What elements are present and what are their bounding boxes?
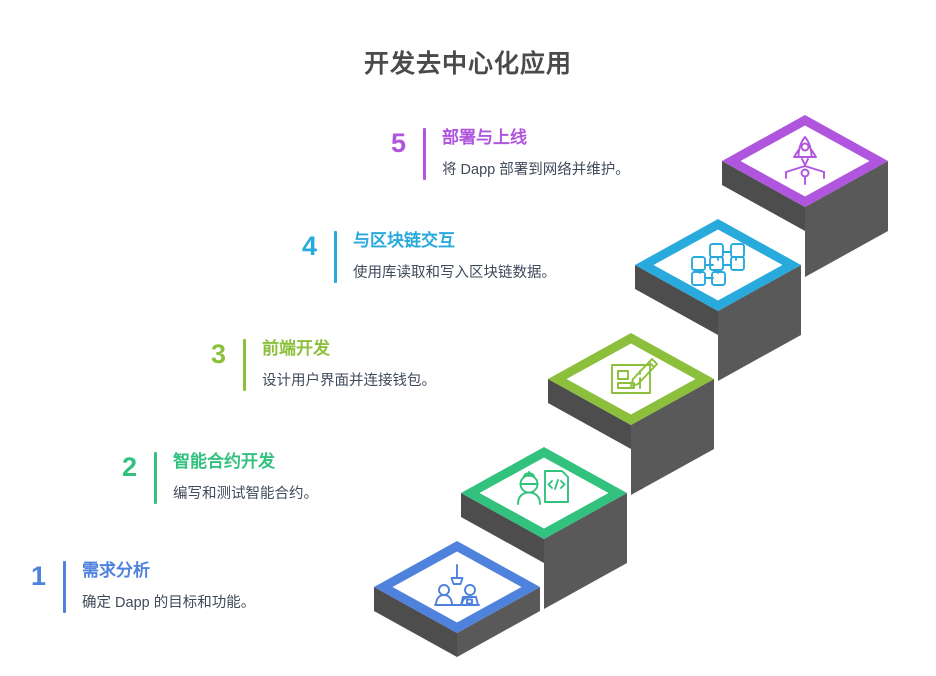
step-accent-bar-1 [63,561,66,614]
step-3-left-face [548,379,631,449]
wireframe-pencil-icon [611,358,658,394]
blockchain-nodes-icon [691,243,745,286]
stair-step-5 [722,115,888,277]
step-number-1: 1 [30,561,46,591]
step-3-diamond-fill [566,343,696,415]
stair-step-2 [461,447,627,609]
step-1-diamond-border [374,541,540,633]
step-number-3: 3 [210,339,226,369]
developer-code-document-icon [517,470,569,505]
step-accent-bar-2 [154,452,157,505]
step-text-4: 4 与区块链交互 使用库读取和写入区块链数据。 [283,231,556,284]
step-5-diamond-border [722,115,888,207]
step-number-4: 4 [301,231,317,261]
step-3-diamond-border [548,333,714,425]
step-heading-1: 需求分析 [82,561,150,580]
step-text-2: 2 智能合约开发 编写和测试智能合约。 [103,452,318,505]
step-number-5: 5 [390,128,406,158]
step-1-left-face [374,587,457,657]
step-2-diamond-fill [479,457,609,529]
step-5-left-face [722,161,805,231]
step-body-1: 需求分析 确定 Dapp 的目标和功能。 [82,561,255,613]
step-1-diamond-fill [392,551,522,623]
step-desc-4: 使用库读取和写入区块链数据。 [353,265,556,282]
stair-step-1 [374,541,540,657]
step-4-front-face [718,265,801,381]
step-desc-3: 设计用户界面并连接钱包。 [262,373,436,390]
page-title: 开发去中心化应用 [363,50,572,78]
step-2-left-face [461,493,544,563]
step-heading-2: 智能合约开发 [173,452,275,471]
stair-step-4 [635,219,801,381]
step-text-1: 1 需求分析 确定 Dapp 的目标和功能。 [12,561,255,614]
step-desc-5: 将 Dapp 部署到网络并维护。 [442,162,630,179]
step-5-front-face [805,161,888,277]
step-desc-2: 编写和测试智能合约。 [173,486,318,503]
step-1-front-face [457,587,540,657]
step-heading-4: 与区块链交互 [353,231,455,250]
step-5-diamond-fill [740,125,870,197]
step-heading-5: 部署与上线 [442,128,527,147]
step-accent-bar-3 [243,339,246,392]
step-4-diamond-fill [653,229,783,301]
step-2-front-face [544,493,627,609]
step-4-diamond-border [635,219,801,311]
step-body-4: 与区块链交互 使用库读取和写入区块链数据。 [353,231,556,283]
step-body-2: 智能合约开发 编写和测试智能合约。 [173,452,318,504]
step-number-2: 2 [121,452,137,482]
step-text-3: 3 前端开发 设计用户界面并连接钱包。 [192,339,436,392]
rocket-launch-icon [785,136,825,185]
meeting-people-icon [434,564,480,606]
step-desc-1: 确定 Dapp 的目标和功能。 [82,595,256,612]
step-body-5: 部署与上线 将 Dapp 部署到网络并维护。 [442,128,630,180]
step-accent-bar-5 [423,128,426,181]
step-3-front-face [631,379,714,495]
step-accent-bar-4 [334,231,337,284]
step-text-5: 5 部署与上线 将 Dapp 部署到网络并维护。 [372,128,630,181]
step-heading-3: 前端开发 [262,339,330,358]
step-4-left-face [635,265,718,335]
step-body-3: 前端开发 设计用户界面并连接钱包。 [262,339,436,391]
stair-step-3 [548,333,714,495]
step-2-diamond-border [461,447,627,539]
